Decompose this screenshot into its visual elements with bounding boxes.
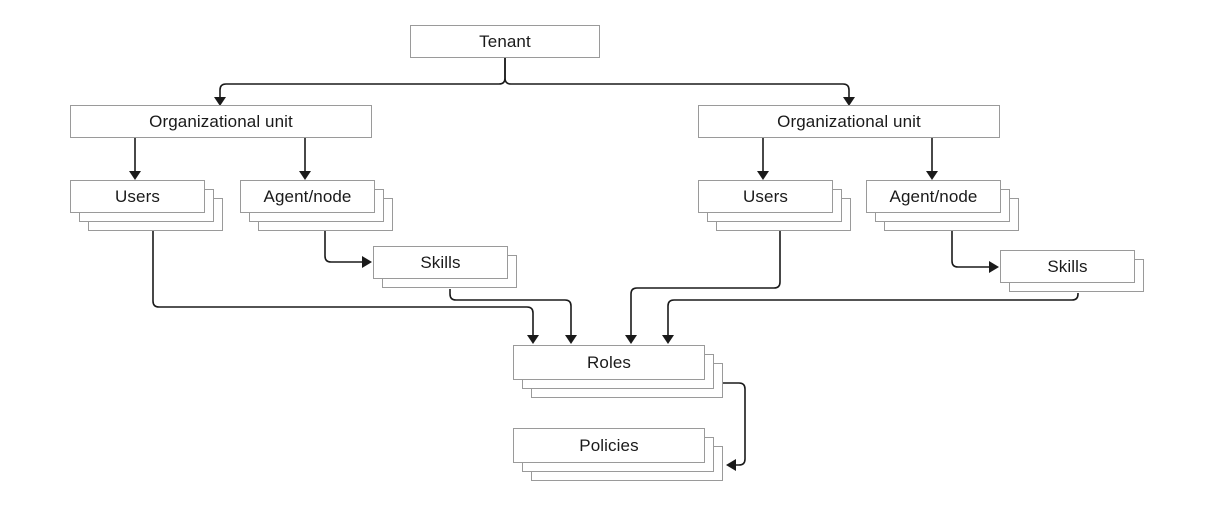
- edge-ou-left-to-users-left: [129, 138, 141, 180]
- node-skills-right-box[interactable]: Skills: [1000, 250, 1135, 283]
- node-policies-label: Policies: [579, 436, 639, 455]
- edge-ou-right-to-agent-right: [926, 138, 938, 180]
- edge-users-right-to-roles: [625, 231, 781, 344]
- node-agent-right-box[interactable]: Agent/node: [866, 180, 1001, 213]
- edge-agent-right-to-skills-right: [951, 231, 999, 273]
- node-roles-box[interactable]: Roles: [513, 345, 705, 380]
- node-skills-left-label: Skills: [420, 253, 461, 272]
- node-users-right-label: Users: [743, 187, 788, 206]
- node-ou-right-box[interactable]: Organizational unit: [698, 105, 1000, 138]
- node-agent-right-label: Agent/node: [889, 187, 978, 206]
- edge-roles-to-policies: [723, 382, 746, 471]
- edge-agent-left-to-skills-left: [324, 231, 372, 268]
- edge-skills-right-to-roles: [662, 293, 1079, 344]
- node-roles-label: Roles: [587, 353, 631, 372]
- node-ou-left-label: Organizational unit: [149, 112, 293, 131]
- node-ou-right-label: Organizational unit: [777, 112, 921, 131]
- edge-tenant-to-ou-left: [214, 58, 506, 106]
- node-agent-left-label: Agent/node: [263, 187, 352, 206]
- node-users-left-label: Users: [115, 187, 160, 206]
- edge-tenant-to-ou-right: [504, 58, 855, 106]
- node-ou-left-box[interactable]: Organizational unit: [70, 105, 372, 138]
- node-policies-box[interactable]: Policies: [513, 428, 705, 463]
- node-users-right-box[interactable]: Users: [698, 180, 833, 213]
- node-users-left-box[interactable]: Users: [70, 180, 205, 213]
- node-skills-right-label: Skills: [1047, 257, 1088, 276]
- node-agent-left-box[interactable]: Agent/node: [240, 180, 375, 213]
- edge-skills-left-to-roles: [449, 289, 577, 344]
- edge-ou-left-to-agent-left: [299, 138, 311, 180]
- node-tenant-box[interactable]: Tenant: [410, 25, 600, 58]
- edge-ou-right-to-users-right: [757, 138, 769, 180]
- node-tenant-label: Tenant: [479, 32, 531, 51]
- node-skills-left-box[interactable]: Skills: [373, 246, 508, 279]
